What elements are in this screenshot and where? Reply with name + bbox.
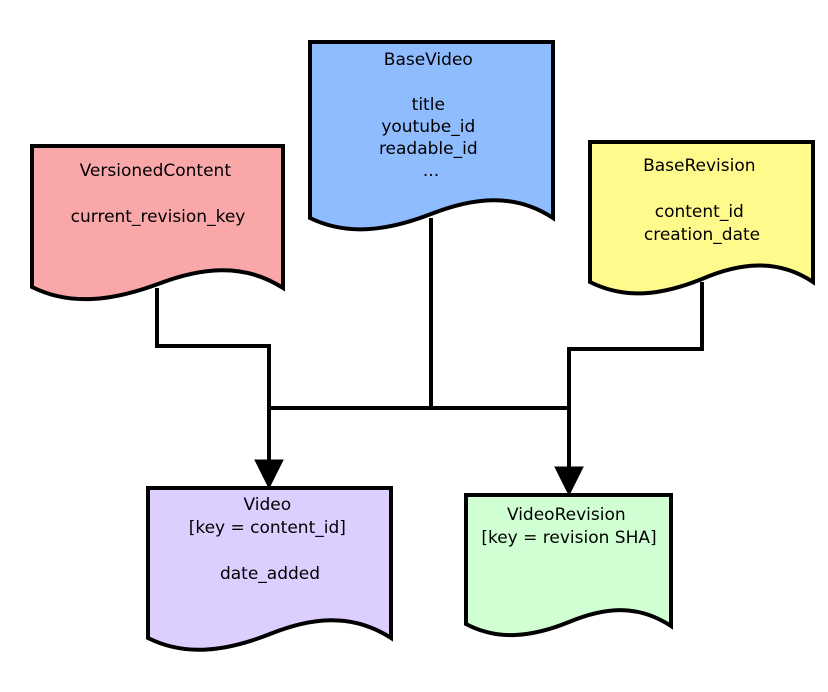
base-revision-shape <box>588 140 815 296</box>
video-key: [key = content_id] <box>189 518 346 538</box>
svg-text:Video [key = content_id]: Video [key = content_id] date_added <box>189 495 352 584</box>
versioned-content-shape <box>30 144 285 302</box>
video-revision-shape <box>464 493 673 638</box>
svg-text:VersionedContent current: VersionedContent current_revision_key <box>71 161 246 227</box>
base-video-shape <box>308 40 555 232</box>
base-revision-field-creation-date: creation_date <box>644 225 760 245</box>
base-revision-field-content-id: content_id <box>655 202 744 222</box>
base-video-field-readable-id: readable_id <box>379 139 478 159</box>
edge-base-revision <box>567 282 704 470</box>
node-base-revision: BaseRevision content_id creation_date <box>588 140 815 296</box>
video-shape <box>146 486 393 652</box>
node-video: Video [key = content_id] date_added <box>146 486 393 652</box>
arrowhead-to-video-revision <box>554 466 584 497</box>
base-video-field-more: ... <box>423 161 439 181</box>
video-revision-title: VideoRevision <box>507 505 626 525</box>
video-revision-key: [key = revision SHA] <box>481 528 656 548</box>
edge-versioned-content <box>155 288 271 462</box>
base-video-title: BaseVideo <box>384 50 473 70</box>
svg-text:BaseVideo title yo: BaseVideo title youtube_id readable_id .… <box>379 50 483 181</box>
svg-text:VideoRevision [key = rev: VideoRevision [key = revision SHA] <box>481 505 656 548</box>
base-revision-title: BaseRevision <box>643 156 755 176</box>
node-base-video: BaseVideo title youtube_id readable_id .… <box>308 40 555 232</box>
versioned-content-title: VersionedContent <box>80 161 232 181</box>
node-video-revision: VideoRevision [key = revision SHA] <box>464 493 673 638</box>
arrowhead-to-video <box>254 459 284 490</box>
svg-text:BaseRevision content_id: BaseRevision content_id creation_date <box>643 156 761 245</box>
video-title: Video <box>243 495 291 515</box>
video-field-date-added: date_added <box>220 564 320 584</box>
node-versioned-content: VersionedContent current_revision_key <box>30 144 285 302</box>
versioned-content-field: current_revision_key <box>71 207 246 227</box>
base-video-field-youtube-id: youtube_id <box>381 117 475 137</box>
connectors <box>155 218 704 497</box>
base-video-field-title: title <box>412 95 445 115</box>
